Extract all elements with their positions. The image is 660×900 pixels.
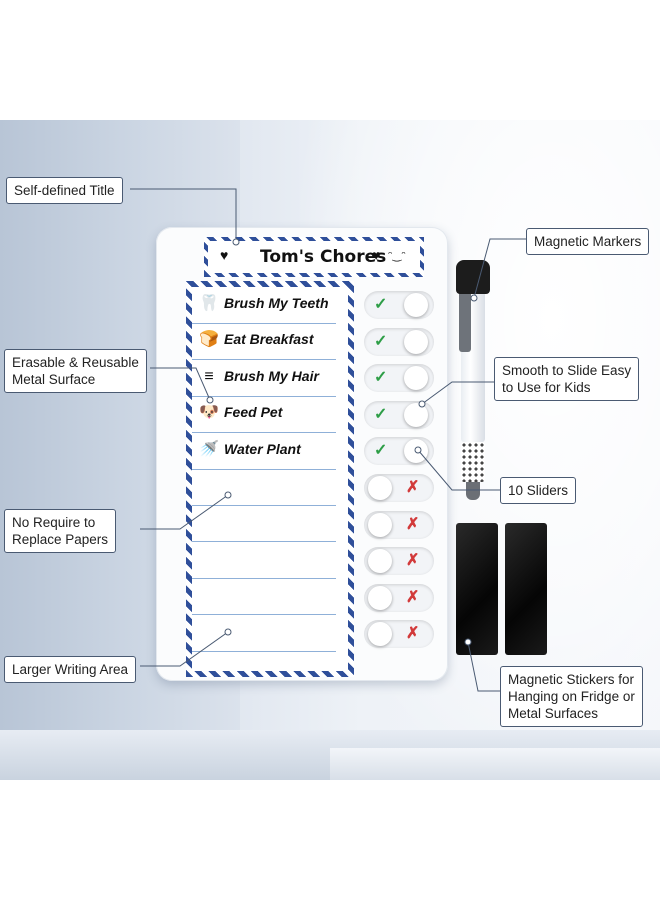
callout-text: Metal Surface xyxy=(12,372,96,387)
chore-row[interactable] xyxy=(192,615,336,652)
marker-clip xyxy=(459,290,471,352)
check-icon: ✓ xyxy=(374,332,388,350)
slider-knob[interactable] xyxy=(368,476,392,500)
slider-knob[interactable] xyxy=(404,293,428,317)
chore-label: Brush My Hair xyxy=(224,367,319,384)
pet-icon: 🐶 xyxy=(199,404,219,422)
chore-slider[interactable]: ✗ xyxy=(364,547,434,576)
callout-10-sliders: 10 Sliders xyxy=(500,477,577,504)
callout-magnetic-stickers: Magnetic Stickers for Hanging on Fridge … xyxy=(500,666,643,727)
cross-icon: ✗ xyxy=(406,625,420,643)
callout-text: Magnetic Stickers for xyxy=(508,672,635,687)
callout-text: Magnetic Markers xyxy=(534,234,642,249)
slider-knob[interactable] xyxy=(404,329,428,354)
check-icon: ✓ xyxy=(374,296,388,313)
writing-area[interactable]: 🦷 Brush My Teeth 🍞 Eat Breakfast ≡ Brush My H… xyxy=(186,281,354,677)
callout-text: Metal Surfaces xyxy=(508,706,599,721)
chore-slider[interactable]: ✓ xyxy=(364,364,434,393)
chore-row[interactable]: 🚿 Water Plant xyxy=(192,433,336,470)
magnetic-sticker-left xyxy=(456,523,498,655)
check-icon: ✓ xyxy=(374,442,388,460)
chore-row[interactable] xyxy=(192,505,336,543)
callout-text: 10 Sliders xyxy=(508,483,569,498)
cross-icon: ✗ xyxy=(406,552,420,570)
smiley-face-icon: ᵔ‿ᵔ xyxy=(388,249,406,262)
watering-can-icon: 🚿 xyxy=(199,440,219,458)
chore-slider[interactable]: ✓ xyxy=(364,437,434,466)
callout-text: Erasable & Reusable xyxy=(12,355,139,370)
chore-slider[interactable]: ✓ xyxy=(364,291,434,319)
chore-slider[interactable]: ✓ xyxy=(364,327,434,356)
chore-label: Brush My Teeth xyxy=(224,295,329,311)
chore-row[interactable]: ≡ Brush My Hair xyxy=(192,360,336,397)
chore-label: Feed Pet xyxy=(224,404,283,421)
callout-text: No Require to xyxy=(12,515,96,530)
magnetic-marker xyxy=(456,260,490,500)
marker-grip xyxy=(461,442,485,482)
slider-knob[interactable] xyxy=(368,585,392,610)
tooth-icon: 🦷 xyxy=(199,295,219,312)
callout-smooth-slide: Smooth to Slide Easy to Use for Kids xyxy=(494,357,640,401)
chore-row[interactable] xyxy=(192,578,336,616)
cross-icon: ✗ xyxy=(406,588,420,606)
cross-icon: ✗ xyxy=(406,515,420,533)
callout-leader-lines xyxy=(130,188,526,692)
callout-text: Larger Writing Area xyxy=(12,662,129,677)
comb-icon: ≡ xyxy=(204,367,214,385)
callout-self-defined-title: Self-defined Title xyxy=(6,177,123,204)
callout-text: Hanging on Fridge or xyxy=(508,689,635,704)
callout-magnetic-markers: Magnetic Markers xyxy=(526,228,650,255)
pedestal xyxy=(330,748,660,780)
callout-erasable-surface: Erasable & Reusable Metal Surface xyxy=(4,349,147,393)
chore-row[interactable]: 🐶 Feed Pet xyxy=(192,396,336,434)
callout-text: to Use for Kids xyxy=(502,380,591,395)
chore-board: ♥ Tom's Chores ♥ ᵔ‿ᵔ 🦷 Brush My Teeth 🍞 Eat… xyxy=(156,227,448,681)
marker-tip xyxy=(466,482,480,500)
title-strip: ♥ Tom's Chores ♥ ᵔ‿ᵔ xyxy=(204,237,424,277)
check-icon: ✓ xyxy=(374,369,388,387)
slider-knob[interactable] xyxy=(368,549,392,574)
magnetic-sticker-right xyxy=(505,523,547,655)
chore-row[interactable] xyxy=(192,542,336,579)
slider-knob[interactable] xyxy=(368,512,392,537)
product-scene: ♥ Tom's Chores ♥ ᵔ‿ᵔ 🦷 Brush My Teeth 🍞 Eat… xyxy=(0,120,660,780)
chore-label: Eat Breakfast xyxy=(224,331,314,348)
board-title: Tom's Chores xyxy=(260,247,387,267)
heart-icon: ♥ xyxy=(220,247,229,263)
chore-row[interactable] xyxy=(192,469,336,506)
chore-label: Water Plant xyxy=(224,440,301,457)
eraser-cap xyxy=(456,260,490,294)
cross-icon: ✗ xyxy=(406,479,420,496)
check-icon: ✓ xyxy=(374,405,388,423)
callout-larger-writing-area: Larger Writing Area xyxy=(4,656,137,683)
chore-row[interactable]: 🦷 Brush My Teeth xyxy=(192,287,336,324)
bread-icon: 🍞 xyxy=(199,331,219,349)
heart-icon: ♥ xyxy=(372,247,381,263)
callout-text: Self-defined Title xyxy=(14,183,115,198)
chore-slider[interactable]: ✗ xyxy=(364,583,434,612)
callout-no-require-papers: No Require to Replace Papers xyxy=(4,509,117,553)
callout-text: Replace Papers xyxy=(12,532,109,547)
callout-text: Smooth to Slide Easy xyxy=(502,363,632,378)
chore-row[interactable]: 🍞 Eat Breakfast xyxy=(192,323,336,361)
chore-slider[interactable]: ✗ xyxy=(364,620,434,649)
slider-knob[interactable] xyxy=(368,622,392,647)
chore-slider[interactable]: ✗ xyxy=(364,510,434,539)
slider-knob[interactable] xyxy=(404,366,428,391)
chore-slider[interactable]: ✗ xyxy=(364,474,434,502)
